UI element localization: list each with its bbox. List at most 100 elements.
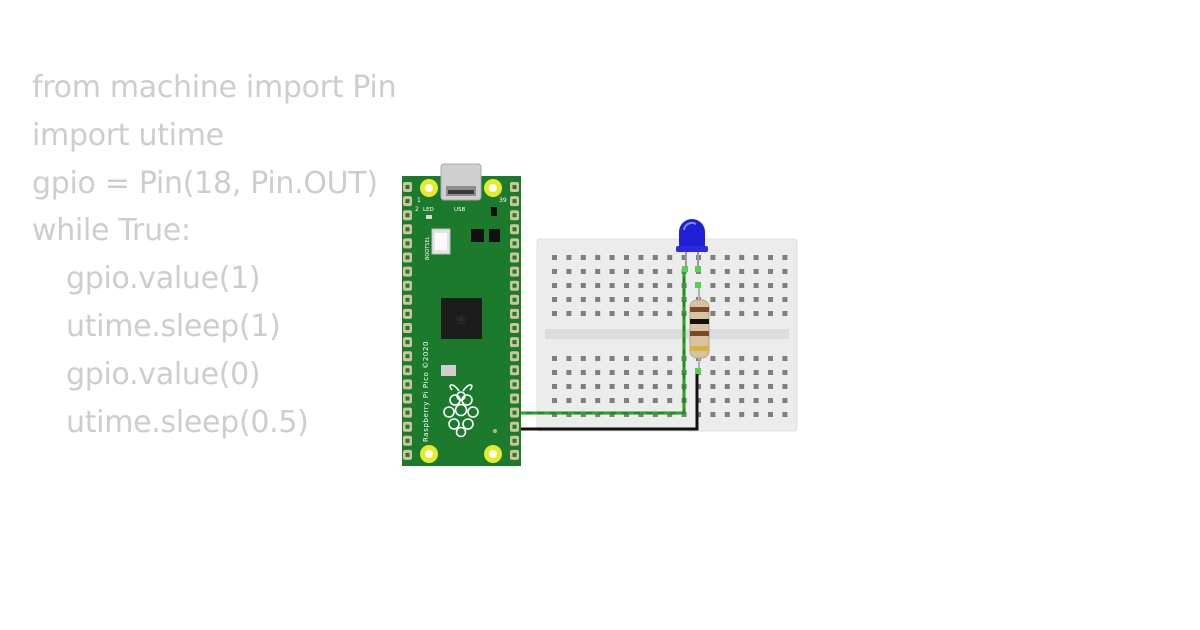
breadboard-hole bbox=[710, 412, 716, 417]
usb-label: USB bbox=[454, 207, 466, 213]
breadboard-hole bbox=[609, 283, 615, 288]
breadboard-hole bbox=[667, 269, 673, 274]
pico-pin-hole bbox=[405, 354, 410, 359]
breadboard-hole bbox=[638, 398, 644, 403]
raspberry-logo-icon bbox=[443, 384, 479, 438]
pico-pin-hole bbox=[405, 452, 410, 457]
breadboard-hole bbox=[753, 311, 759, 316]
breadboard-hole bbox=[580, 356, 586, 361]
code-line: from machine import Pin bbox=[32, 70, 397, 105]
breadboard-hole bbox=[552, 297, 557, 302]
breadboard-hole bbox=[739, 412, 745, 417]
breadboard-hole bbox=[710, 384, 716, 389]
breadboard-hole bbox=[638, 370, 644, 375]
pico-pin-hole bbox=[512, 382, 517, 387]
breadboard-hole bbox=[566, 269, 572, 274]
breadboard-hole bbox=[652, 398, 658, 403]
pico-pin-hole bbox=[512, 354, 517, 359]
code-line: gpio.value(1) bbox=[66, 261, 261, 297]
breadboard-hole bbox=[609, 370, 615, 375]
breadboard-hole bbox=[580, 398, 586, 403]
code-line: while True: bbox=[32, 213, 191, 249]
breadboard-hole bbox=[566, 356, 572, 361]
led-label: LED bbox=[423, 207, 434, 213]
breadboard-hole bbox=[710, 269, 716, 274]
breadboard-hole bbox=[782, 398, 788, 403]
breadboard-hole bbox=[667, 398, 673, 403]
breadboard-hole bbox=[753, 269, 759, 274]
pico-pin-hole bbox=[405, 241, 410, 246]
breadboard-hole bbox=[724, 384, 730, 389]
breadboard-hole bbox=[782, 255, 788, 260]
breadboard-hole bbox=[652, 311, 658, 316]
pin2-label: 2 bbox=[415, 206, 419, 213]
breadboard-hole bbox=[667, 283, 673, 288]
smd-component bbox=[491, 207, 497, 216]
breadboard-hole bbox=[739, 311, 745, 316]
breadboard-hole bbox=[609, 269, 615, 274]
breadboard-hole bbox=[724, 356, 730, 361]
breadboard-hole bbox=[753, 297, 759, 302]
pico-pin-hole bbox=[405, 269, 410, 274]
pico-pin-hole bbox=[405, 255, 410, 260]
pin39-label: 39 bbox=[499, 197, 507, 204]
pin1-label: 1 bbox=[417, 197, 421, 204]
breadboard-hole bbox=[580, 283, 586, 288]
breadboard-hole bbox=[624, 269, 629, 274]
breadboard-hole bbox=[624, 297, 629, 302]
breadboard-hole bbox=[552, 269, 557, 274]
breadboard-hole bbox=[724, 255, 730, 260]
svg-text:❀: ❀ bbox=[455, 312, 467, 328]
code-line: utime.sleep(0.5) bbox=[66, 404, 309, 440]
breadboard-hole bbox=[753, 255, 759, 260]
breadboard-hole bbox=[739, 356, 745, 361]
breadboard-hole bbox=[580, 370, 586, 375]
connection-markers bbox=[682, 266, 701, 374]
pico-pin-hole bbox=[405, 368, 410, 373]
breadboard-hole bbox=[724, 311, 730, 316]
breadboard-hole bbox=[724, 412, 730, 417]
pico-pin-hole bbox=[512, 241, 517, 246]
bootsel-button[interactable] bbox=[431, 228, 451, 255]
breadboard-hole bbox=[595, 356, 601, 361]
breadboard-hole bbox=[580, 255, 586, 260]
pico-pins bbox=[403, 182, 519, 460]
breadboard-hole bbox=[595, 269, 601, 274]
onboard-led bbox=[426, 215, 432, 219]
breadboard-hole bbox=[624, 311, 629, 316]
pico-pin-hole bbox=[512, 396, 517, 401]
breadboard-hole bbox=[595, 311, 601, 316]
breadboard-hole bbox=[552, 255, 557, 260]
breadboard-hole bbox=[710, 370, 716, 375]
breadboard-hole bbox=[710, 283, 716, 288]
breadboard-hole bbox=[652, 269, 658, 274]
breadboard-hole bbox=[652, 255, 658, 260]
breadboard-hole bbox=[609, 356, 615, 361]
breadboard-hole bbox=[624, 370, 629, 375]
breadboard-hole bbox=[768, 311, 773, 316]
blue-led bbox=[676, 219, 708, 268]
smd-component bbox=[471, 229, 484, 242]
breadboard-hole bbox=[595, 384, 601, 389]
breadboard-hole bbox=[681, 255, 687, 260]
breadboard-hole bbox=[768, 412, 773, 417]
ground-wire bbox=[508, 372, 699, 431]
test-point bbox=[493, 429, 497, 433]
pico-pin-hole bbox=[405, 185, 410, 189]
breadboard-hole bbox=[782, 269, 788, 274]
pico-pin-hole bbox=[405, 326, 410, 330]
pico-pin-hole bbox=[512, 227, 517, 232]
bootsel-label: BOOTSEL bbox=[425, 236, 431, 260]
breadboard-hole bbox=[782, 283, 788, 288]
breadboard-hole bbox=[782, 356, 788, 361]
breadboard-hole bbox=[552, 384, 557, 389]
resistor bbox=[689, 283, 710, 372]
pico-pin-hole bbox=[512, 326, 517, 330]
breadboard-hole bbox=[624, 283, 629, 288]
pico-pin-hole bbox=[512, 410, 517, 415]
breadboard-hole bbox=[638, 356, 644, 361]
breadboard-hole bbox=[768, 269, 773, 274]
breadboard-hole bbox=[580, 311, 586, 316]
breadboard-hole bbox=[782, 297, 788, 302]
